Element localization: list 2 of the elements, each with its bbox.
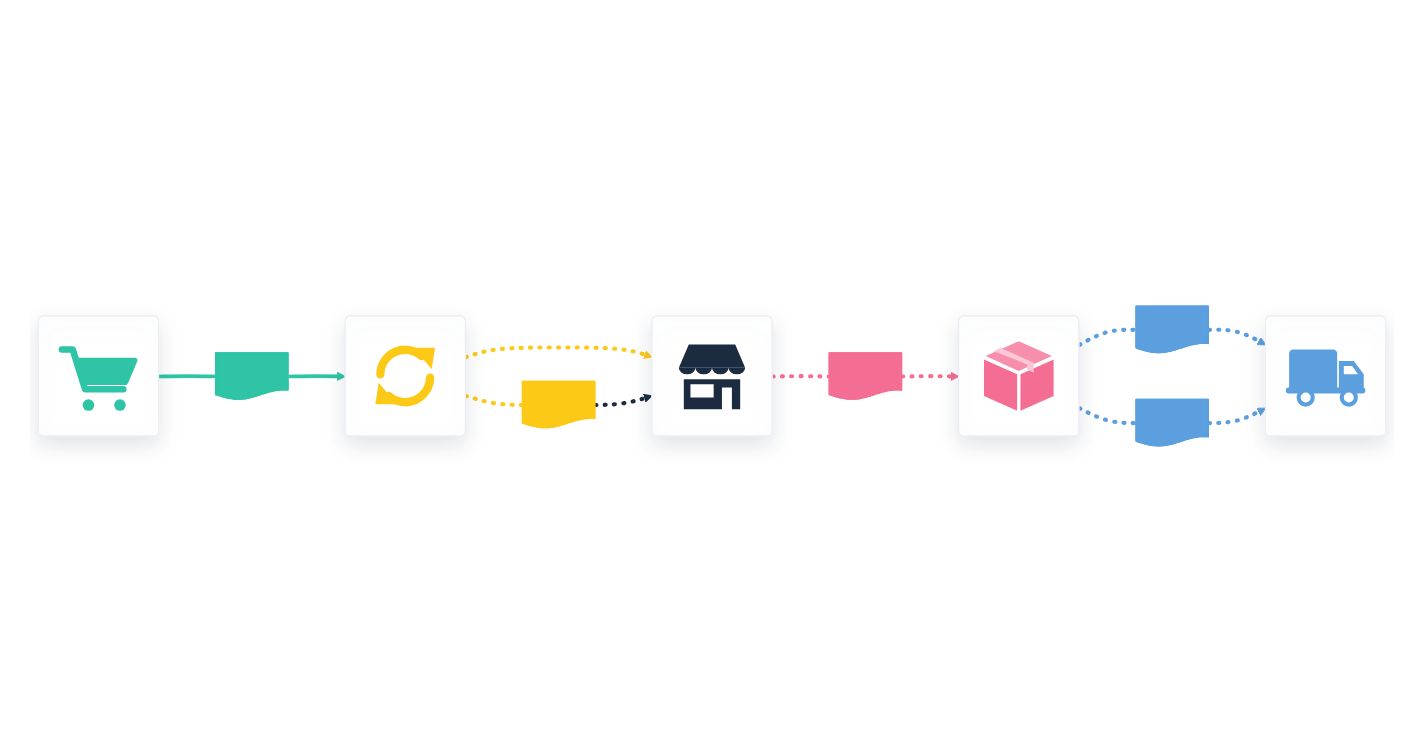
connector xyxy=(159,374,217,379)
arrow xyxy=(288,371,346,381)
